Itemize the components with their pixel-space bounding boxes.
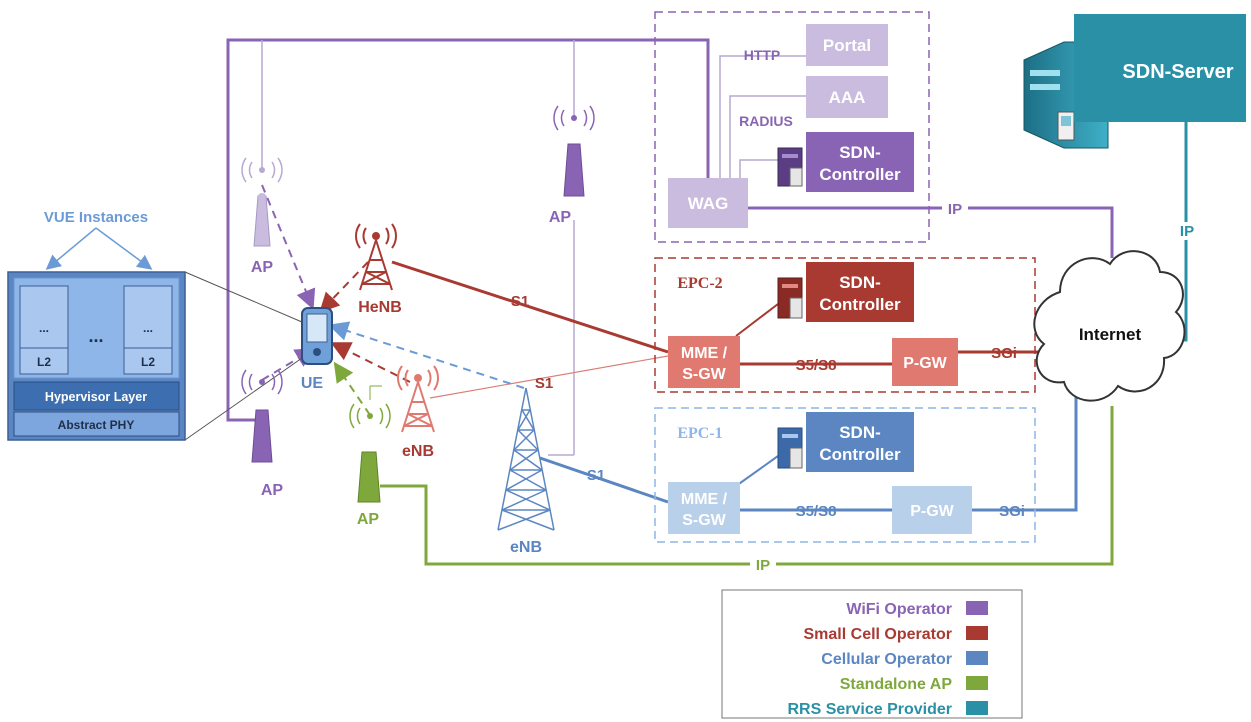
http-label: HTTP <box>744 47 781 63</box>
henb-label: HeNB <box>358 299 402 316</box>
wifi-sdn-controller-box <box>806 132 914 192</box>
ap-icon-top-left <box>241 157 283 247</box>
epc2-pgw-label: P-GW <box>903 355 947 372</box>
hypervisor-layer <box>13 381 180 411</box>
legend-swatch <box>966 626 988 640</box>
vue-dots-right: ... <box>143 321 153 335</box>
epc2-sgi-label: SGi <box>991 345 1017 362</box>
wag-box <box>668 178 748 228</box>
epc1-sdn-controller-line1: SDN- <box>839 423 881 442</box>
epc1-sdn-controller-server-icon <box>777 427 803 469</box>
epc2-sdn-controller-server-icon <box>777 277 803 319</box>
portal-box <box>806 24 888 66</box>
wag-label: WAG <box>688 194 729 213</box>
epc1-pgw-box <box>892 486 972 534</box>
radius-label: RADIUS <box>739 113 793 129</box>
sdn-server-box <box>1074 14 1246 122</box>
s1-label-enb-small: S1 <box>535 375 553 392</box>
enb-small-cell-icon <box>397 365 439 433</box>
epc1-sdn-controller-line2: Controller <box>819 445 901 464</box>
vue-title-arrows <box>45 227 153 270</box>
legend-label: RRS Service Provider <box>787 701 952 718</box>
vue-dots-left: ... <box>39 321 49 335</box>
vue-dots-middle: ... <box>88 326 103 346</box>
ap-label-standalone: AP <box>357 511 380 528</box>
vue-l2-right: L2 <box>141 355 155 369</box>
epc2-pgw-box <box>892 338 958 386</box>
wifi-thin-lines <box>261 40 806 456</box>
aaa-box <box>806 76 888 118</box>
epc1-sdn-controller-box <box>806 412 914 472</box>
epc1-pgw-label: P-GW <box>910 503 954 520</box>
epc2-sdn-controller-box <box>806 262 914 322</box>
legend-label: WiFi Operator <box>846 601 952 618</box>
ue-label: UE <box>301 375 324 392</box>
vue-instances-title: VUE Instances <box>44 209 148 226</box>
epc2-mme-sgw-box <box>668 336 740 388</box>
epc2-sdn-controller-line2: Controller <box>819 295 901 314</box>
legend-swatch <box>966 651 988 665</box>
wifi-sdn-controller-line1: SDN- <box>839 143 881 162</box>
enb-macro-tower-icon <box>497 387 555 531</box>
epc2-sdn-controller-line1: SDN- <box>839 273 881 292</box>
enb-small-label: eNB <box>402 443 434 460</box>
wifi-core-box <box>654 11 930 243</box>
vue-l2-left: L2 <box>37 355 51 369</box>
portal-label: Portal <box>823 36 871 55</box>
ip-label-standalone: IP <box>756 557 770 574</box>
ap-label-top-left: AP <box>251 259 274 276</box>
hypervisor-layer-label: Hypervisor Layer <box>45 390 147 404</box>
sdn-server-label: SDN-Server <box>1122 61 1233 83</box>
cellular-lines <box>539 390 1078 512</box>
internet-label: Internet <box>1079 325 1142 344</box>
ip-label-rrs: IP <box>1180 223 1194 240</box>
vue-instance-right <box>123 285 173 375</box>
small-cell-lines <box>391 260 1040 399</box>
wifi-backhaul-lines <box>226 38 1114 422</box>
ue-device-icon <box>301 307 333 365</box>
ap-icon-bottom-left <box>241 369 283 463</box>
epc1-mme-sgw-box <box>668 482 740 534</box>
epc1-box <box>654 407 1036 543</box>
ap-label-top-center: AP <box>549 209 572 226</box>
epc1-mme-line2: S-GW <box>682 512 726 529</box>
s1-label-enb-macro: S1 <box>587 467 605 484</box>
henb-tower-icon <box>355 223 397 291</box>
abstract-phy-label: Abstract PHY <box>58 418 135 432</box>
ip-label-wifi: IP <box>948 201 962 218</box>
enb-macro-label: eNB <box>510 539 542 556</box>
legend-swatch <box>966 601 988 615</box>
epc1-title: EPC-1 <box>677 425 722 442</box>
s1-label-henb: S1 <box>511 293 529 310</box>
abstract-phy <box>13 411 180 437</box>
vue-panel: ... ... ... L2 L2 Hypervisor Layer Abstr… <box>7 271 186 441</box>
wifi-sdn-controller-server-icon <box>777 147 803 187</box>
epc2-mme-line1: MME / <box>681 345 728 362</box>
epc1-s5s8-label: S5/S8 <box>796 503 837 520</box>
vue-instance-left <box>19 285 69 375</box>
legend-swatch <box>966 676 988 690</box>
vue-zoom-lines <box>184 271 303 441</box>
aaa-label: AAA <box>829 88 866 107</box>
epc1-mme-line1: MME / <box>681 491 728 508</box>
internet-cloud-icon <box>1033 250 1186 402</box>
wifi-sdn-controller-line2: Controller <box>819 165 901 184</box>
legend-swatch <box>966 701 988 715</box>
ap-label-bottom-left: AP <box>261 482 284 499</box>
standalone-ap-line <box>380 406 1114 566</box>
legend-label: Cellular Operator <box>821 651 952 668</box>
ap-icon-standalone <box>349 385 391 503</box>
legend-label: Standalone AP <box>840 676 953 693</box>
epc2-mme-line2: S-GW <box>682 366 726 383</box>
epc1-sgi-label: SGi <box>999 503 1025 520</box>
legend-label: Small Cell Operator <box>804 626 953 643</box>
epc2-s5s8-label: S5/S8 <box>796 357 837 374</box>
ap-icon-top-center <box>553 105 595 197</box>
epc2-title: EPC-2 <box>677 275 722 292</box>
